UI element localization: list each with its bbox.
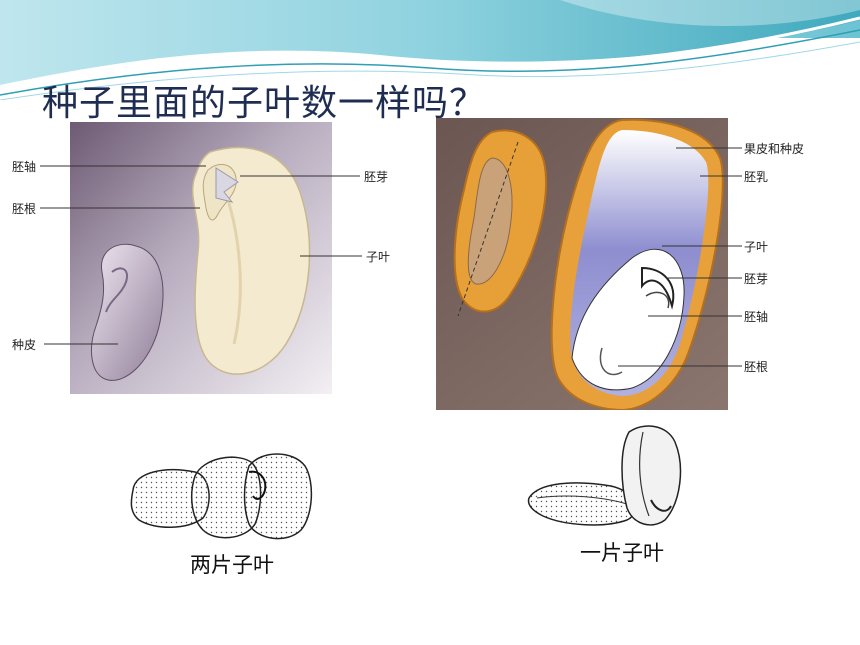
label-hypocotyl: 胚轴 bbox=[12, 160, 37, 174]
header-wave-banner bbox=[0, 0, 860, 100]
corn-seed-illustration bbox=[436, 118, 818, 410]
label-pericarp-seed-coat: 果皮和种皮 bbox=[744, 142, 805, 156]
label-plumule-corn: 胚芽 bbox=[744, 272, 769, 286]
label-cotyledon: 子叶 bbox=[366, 250, 391, 264]
label-plumule: 胚芽 bbox=[364, 170, 389, 184]
label-seed-coat: 种皮 bbox=[12, 338, 37, 352]
label-hypocotyl-corn: 胚轴 bbox=[744, 310, 769, 324]
bean-seed-diagram: 胚轴 胚根 胚芽 子叶 种皮 bbox=[10, 122, 408, 394]
bean-seed-illustration bbox=[10, 122, 408, 394]
page-title: 种子里面的子叶数一样吗？ bbox=[42, 83, 487, 124]
label-cotyledon-corn: 子叶 bbox=[744, 240, 769, 254]
label-endosperm: 胚乳 bbox=[744, 170, 769, 184]
caption-two-cotyledons: 两片子叶 bbox=[190, 549, 274, 579]
caption-one-cotyledon: 一片子叶 bbox=[580, 537, 664, 567]
grain-seed-sketch bbox=[527, 425, 682, 526]
corn-seed-diagram: 果皮和种皮 胚乳 子叶 胚芽 胚轴 胚根 bbox=[436, 118, 818, 410]
bean-seed-sketch bbox=[130, 453, 313, 540]
label-radicle: 胚根 bbox=[12, 202, 37, 216]
label-radicle-corn: 胚根 bbox=[744, 360, 769, 374]
